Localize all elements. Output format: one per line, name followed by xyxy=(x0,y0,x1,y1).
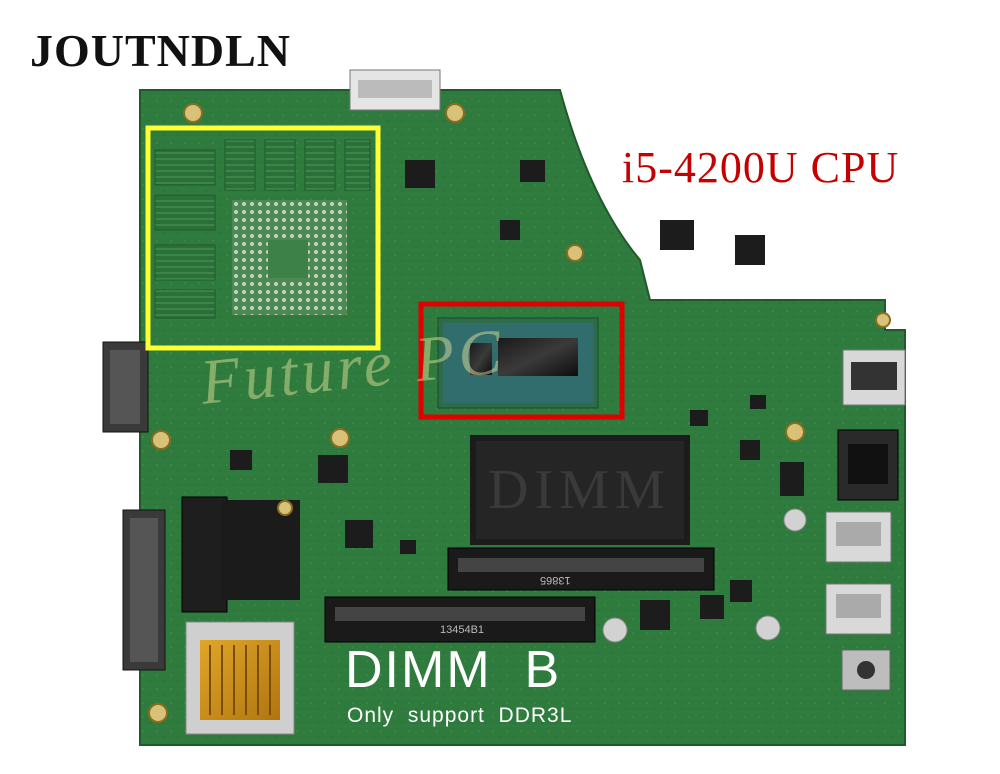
dimm-slot-label: DIMM B xyxy=(345,641,562,699)
chip-marking: DIMM xyxy=(488,459,671,521)
gpu-highlight-box xyxy=(145,125,381,351)
msata-slot xyxy=(181,496,228,613)
cpu-model-label: i5-4200U CPU xyxy=(622,143,900,192)
slot-b-marking: 13454B1 xyxy=(440,624,485,636)
brand-title: JOUTNDLN xyxy=(30,25,292,76)
cpu-highlight-box xyxy=(418,301,625,420)
smd-components xyxy=(230,160,804,630)
controller-chip xyxy=(222,500,300,600)
vram-chip-pads xyxy=(154,139,371,319)
cpu-die-large xyxy=(498,338,578,376)
memory-support-label: Only support DDR3L xyxy=(347,704,573,727)
cpu-die-small xyxy=(470,343,492,375)
capacitors xyxy=(602,508,807,643)
slot-a-marking: 13865 xyxy=(540,574,571,586)
mounting-holes xyxy=(148,103,891,723)
